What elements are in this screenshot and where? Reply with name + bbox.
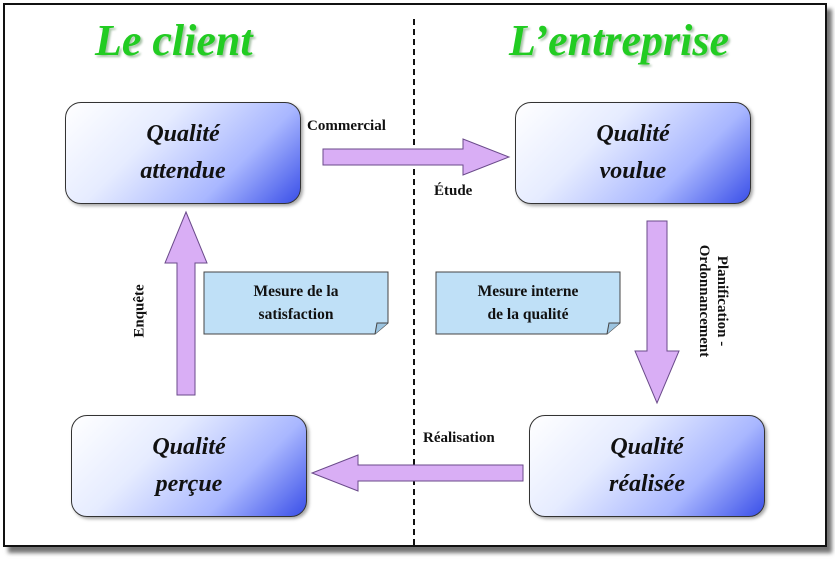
diagram-frame: Le client L’entreprise Qualité attendue …: [3, 3, 827, 547]
qualite-realisee-box: Qualité réalisée: [529, 415, 765, 517]
qualite-attendue-label: Qualité attendue: [140, 121, 226, 184]
arrow-enquete: [164, 210, 208, 396]
planification-label: Planification - Ordonnancement: [696, 244, 730, 358]
qualite-percue-box: Qualité perçue: [71, 415, 307, 517]
arrow-realisation: [310, 454, 524, 492]
note-shape: [203, 271, 389, 335]
client-entreprise-divider: [413, 19, 415, 545]
note-shape: [435, 271, 621, 335]
qualite-voulue-box: Qualité voulue: [515, 102, 751, 204]
mesure-satisfaction-text: Mesure de la satisfaction: [253, 283, 339, 323]
qualite-realisee-label: Qualité réalisée: [609, 434, 685, 497]
etude-label: Étude: [434, 183, 473, 199]
realisation-label: Réalisation: [423, 430, 495, 446]
commercial-label: Commercial: [307, 118, 386, 134]
enquete-label: Enquête: [131, 284, 148, 338]
entreprise-title: L’entreprise: [509, 16, 729, 65]
qualite-voulue-label: Qualité voulue: [596, 121, 670, 184]
client-title: Le client: [95, 16, 253, 65]
mesure-interne-note: Mesure interne de la qualité: [435, 271, 621, 335]
qualite-attendue-box: Qualité attendue: [65, 102, 301, 204]
mesure-satisfaction-note: Mesure de la satisfaction: [203, 271, 389, 335]
arrow-commercial: [322, 138, 511, 176]
arrows-layer: [164, 138, 680, 492]
qualite-percue-label: Qualité perçue: [152, 434, 226, 497]
mesure-interne-text: Mesure interne de la qualité: [477, 283, 579, 323]
arrow-planification: [634, 220, 680, 405]
